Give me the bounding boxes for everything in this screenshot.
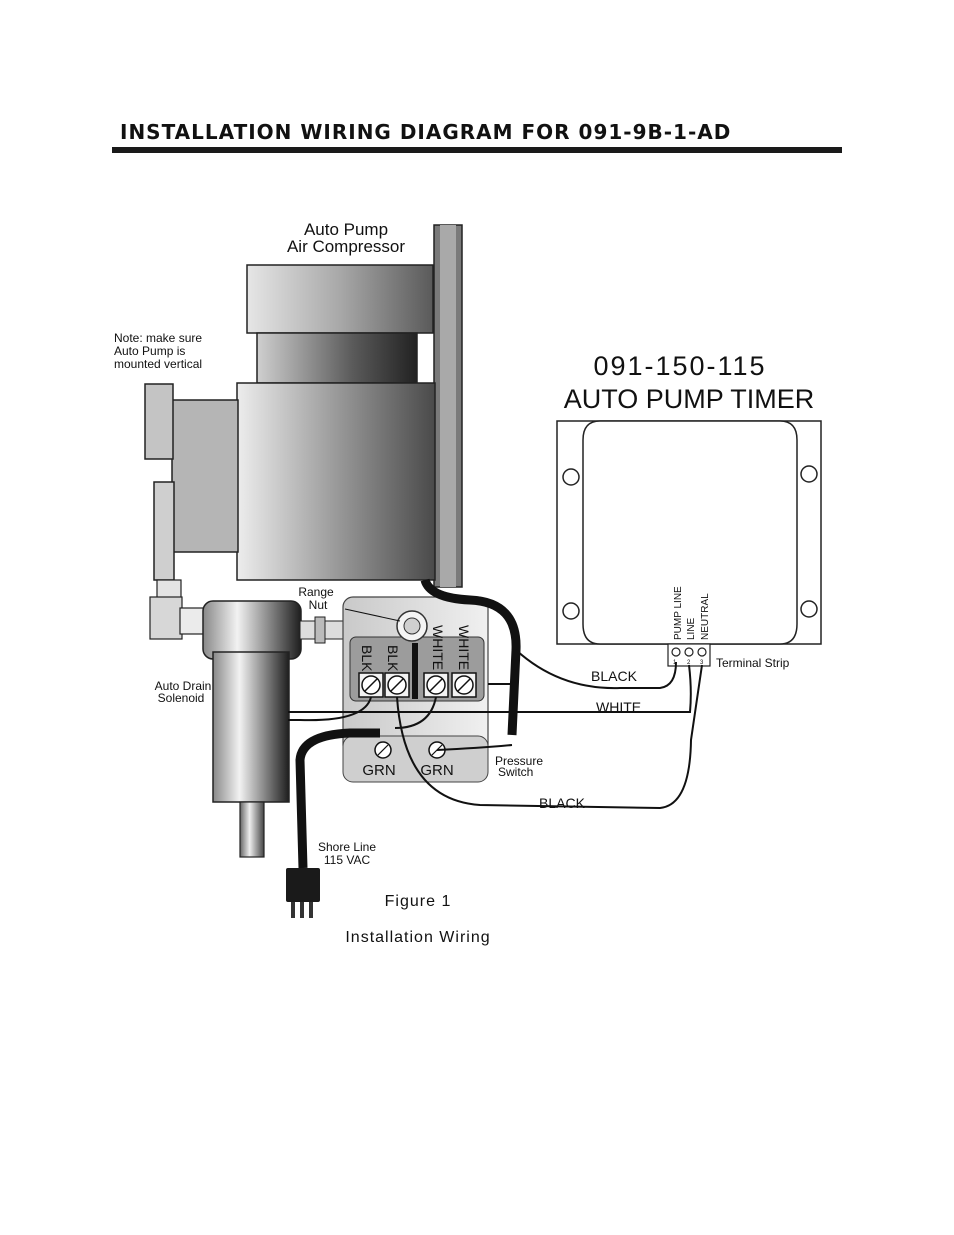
black-wire-top bbox=[515, 649, 677, 690]
wires bbox=[288, 578, 703, 869]
air-compressor bbox=[144, 264, 436, 599]
ground-label: GRN bbox=[420, 762, 453, 779]
wire-label-white: WHITE bbox=[596, 699, 641, 715]
pressure-switch bbox=[342, 596, 489, 783]
terminal-label-blk: BLK bbox=[385, 645, 401, 672]
compressor-label: Air Compressor bbox=[287, 237, 405, 256]
range-nut-label: Range bbox=[298, 585, 334, 599]
terminal-number: 3 bbox=[700, 660, 704, 666]
cord-compressor-to-switch bbox=[420, 578, 521, 736]
range-nut-leader bbox=[344, 608, 401, 622]
ground-label: GRN bbox=[362, 762, 395, 779]
solenoid-label: Solenoid bbox=[158, 691, 205, 705]
shore-cord bbox=[295, 728, 380, 869]
green-wire bbox=[436, 744, 513, 751]
figure-caption: Installation Wiring bbox=[345, 929, 490, 946]
pressure-switch-label: Pressure bbox=[495, 754, 543, 768]
timer-box bbox=[556, 420, 822, 645]
mount-note: mounted vertical bbox=[114, 357, 202, 371]
compressor-label: Auto Pump bbox=[304, 220, 388, 239]
white-to-solenoid bbox=[394, 696, 437, 729]
page-title: INSTALLATION WIRING DIAGRAM FOR 091-9B-1… bbox=[120, 120, 732, 144]
terminal-label-neutral: NEUTRAL bbox=[700, 593, 711, 640]
range-nut-label: Nut bbox=[309, 598, 328, 612]
timer-title: 091-150-115 bbox=[593, 351, 766, 381]
terminal-number: 2 bbox=[687, 660, 691, 666]
figure-caption: Figure 1 bbox=[385, 893, 452, 910]
title-rule bbox=[112, 147, 842, 153]
wire-label-black: BLACK bbox=[591, 668, 638, 684]
terminal-label-white: WHITE bbox=[430, 625, 446, 670]
mount-note: Auto Pump is bbox=[114, 344, 185, 358]
terminal-label-blk: BLK bbox=[359, 645, 375, 672]
terminal-screws bbox=[358, 672, 477, 698]
timer-title: AUTO PUMP TIMER bbox=[564, 384, 815, 414]
solenoid-label: Auto Drain bbox=[155, 679, 212, 693]
blk-to-solenoid bbox=[288, 696, 372, 722]
shore-line-label: 115 VAC bbox=[324, 853, 371, 867]
shore-plug bbox=[286, 868, 320, 918]
white-wire bbox=[470, 664, 692, 713]
terminal-strip bbox=[667, 643, 711, 667]
drain-solenoid bbox=[149, 596, 344, 858]
terminal-label-white: WHITE bbox=[456, 625, 472, 670]
pressure-switch-label: Switch bbox=[498, 765, 533, 779]
terminal-strip-label: Terminal Strip bbox=[716, 656, 790, 670]
shore-line-label: Shore Line bbox=[318, 840, 376, 854]
wire-label-black: BLACK bbox=[539, 795, 586, 811]
terminal-label-pump-line: PUMP LINE bbox=[673, 586, 684, 640]
mount-note: Note: make sure bbox=[114, 331, 202, 345]
black-wire-bottom bbox=[396, 664, 703, 810]
terminal-number: 1 bbox=[673, 660, 677, 666]
terminal-label-line: LINE bbox=[686, 617, 697, 640]
mounting-bracket bbox=[433, 224, 463, 588]
